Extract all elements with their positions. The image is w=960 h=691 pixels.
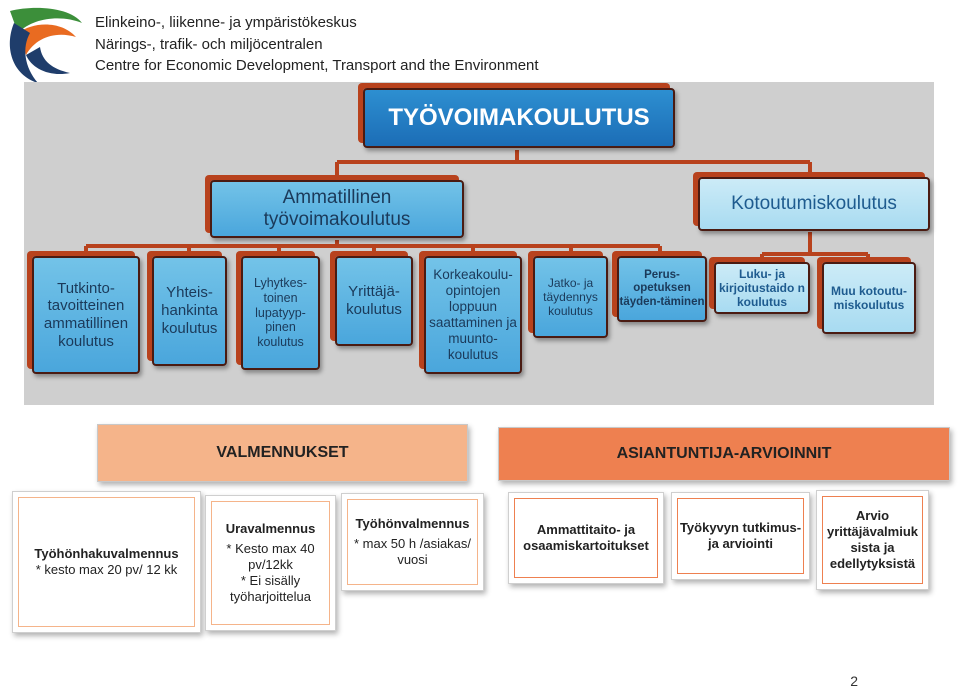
valmennus-title: Työhönvalmennus bbox=[355, 516, 470, 532]
org-name-sv: Närings-, trafik- och miljöcentralen bbox=[95, 36, 323, 53]
section-label: ASIANTUNTIJA-ARVIOINNIT bbox=[616, 445, 832, 462]
node-kotoutumiskoulutus: Kotoutumiskoulutus bbox=[698, 177, 930, 231]
node-label: Perus-opetuksen täyden-täminen bbox=[619, 268, 705, 308]
arviointi-card: Työkyvyn tutkimus- ja arviointi bbox=[677, 498, 804, 574]
node-label: Tutkinto-tavoitteinen ammatillinen koulu… bbox=[43, 279, 129, 350]
valmennus-card: Työhönhakuvalmennus * kesto max 20 pv/ 1… bbox=[18, 497, 195, 627]
node-label: Muu kotoutu-miskoulutus bbox=[831, 283, 907, 312]
section-label: VALMENNUKSET bbox=[216, 444, 349, 461]
node-label: Yrittäjä-koulutus bbox=[346, 283, 402, 318]
org-name-en: Centre for Economic Development, Transpo… bbox=[95, 57, 539, 74]
valmennus-detail: * Kesto max 40 pv/12kk bbox=[226, 541, 315, 573]
valmennus-card: Työhönvalmennus * max 50 h /asiakas/ vuo… bbox=[347, 499, 478, 585]
valmennus-tyohonhaku: Työhönhakuvalmennus * kesto max 20 pv/ 1… bbox=[12, 491, 201, 633]
node-yhteishankinta: Yhteis-hankinta koulutus bbox=[152, 256, 227, 366]
node-korkeakoulu: Korkeakoulu-opintojen loppuun saattamine… bbox=[424, 256, 522, 374]
section-valmennukset: VALMENNUKSET bbox=[97, 424, 468, 482]
page-number: 2 bbox=[850, 673, 858, 689]
node-lyhytkestoinen: Lyhytkes-toinen lupatyyp-pinen koulutus bbox=[241, 256, 320, 370]
node-label: Lyhytkes-toinen lupatyyp-pinen koulutus bbox=[253, 276, 308, 350]
node-label: Kotoutumiskoulutus bbox=[731, 192, 897, 214]
valmennus-tyohonvalmennus: Työhönvalmennus * max 50 h /asiakas/ vuo… bbox=[341, 493, 484, 591]
section-asiantuntija-arvioinnit: ASIANTUNTIJA-ARVIOINNIT bbox=[498, 427, 950, 481]
node-label: Jatko- ja täydennys koulutus bbox=[543, 275, 598, 319]
arviointi-tyokyky: Työkyvyn tutkimus- ja arviointi bbox=[671, 492, 810, 580]
arviointi-card: Arvio yrittäjävalmiuk sista ja edellytyk… bbox=[822, 496, 923, 584]
node-ammatillinen-tyovoimakoulutus: Ammatillinen työvoimakoulutus bbox=[210, 180, 464, 238]
ely-centre-logo-icon bbox=[9, 7, 82, 83]
node-label: Korkeakoulu-opintojen loppuun saattamine… bbox=[429, 267, 517, 362]
valmennus-title: Työhönhakuvalmennus bbox=[34, 546, 179, 562]
node-label: Yhteis-hankinta koulutus bbox=[161, 284, 218, 337]
node-label: TYÖVOIMAKOULUTUS bbox=[388, 103, 650, 131]
node-tyovoimakoulutus: TYÖVOIMAKOULUTUS bbox=[363, 88, 675, 148]
node-perusopetus: Perus-opetuksen täyden-täminen bbox=[617, 256, 707, 322]
node-label: Luku- ja kirjoitustaido n koulutus bbox=[718, 266, 805, 310]
arviointi-label: Työkyvyn tutkimus- ja arviointi bbox=[679, 520, 802, 551]
arviointi-card: Ammattitaito- ja osaamiskartoitukset bbox=[514, 498, 658, 578]
arviointi-ammattitaito: Ammattitaito- ja osaamiskartoitukset bbox=[508, 492, 664, 584]
valmennus-card: Uravalmennus * Kesto max 40 pv/12kk * Ei… bbox=[211, 501, 330, 625]
valmennus-uravalmennus: Uravalmennus * Kesto max 40 pv/12kk * Ei… bbox=[205, 495, 336, 631]
valmennus-detail: * kesto max 20 pv/ 12 kk bbox=[35, 562, 178, 577]
valmennus-detail: * max 50 h /asiakas/ vuosi bbox=[353, 536, 472, 567]
node-luku-ja-kirjoitus: Luku- ja kirjoitustaido n koulutus bbox=[714, 262, 810, 314]
valmennus-title: Uravalmennus bbox=[225, 521, 316, 537]
arviointi-yrittajavalmius: Arvio yrittäjävalmiuk sista ja edellytyk… bbox=[816, 490, 929, 590]
node-tutkintotavoitteinen: Tutkinto-tavoitteinen ammatillinen koulu… bbox=[32, 256, 140, 374]
node-muu-kotoutumiskoulutus: Muu kotoutu-miskoulutus bbox=[822, 262, 916, 334]
node-yrittajakoulutus: Yrittäjä-koulutus bbox=[335, 256, 413, 346]
arviointi-label: Ammattitaito- ja osaamiskartoitukset bbox=[523, 522, 649, 553]
org-name-fi: Elinkeino-, liikenne- ja ympäristökeskus bbox=[95, 14, 357, 31]
node-jatko-ja-taydennys: Jatko- ja täydennys koulutus bbox=[533, 256, 608, 338]
valmennus-detail: * Ei sisälly työharjoittelua bbox=[230, 572, 311, 604]
node-label: Ammatillinen työvoimakoulutus bbox=[263, 186, 411, 230]
arviointi-label: Arvio yrittäjävalmiuk sista ja edellytyk… bbox=[826, 508, 919, 571]
